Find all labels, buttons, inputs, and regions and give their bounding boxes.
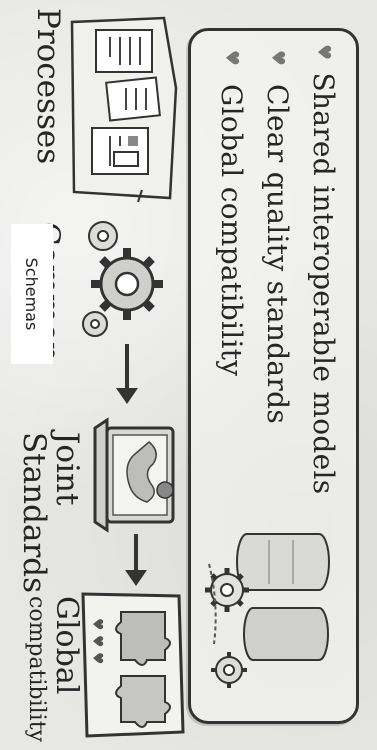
- benefit-item: ♥ Shared interoperable models: [301, 44, 347, 484]
- puzzle-board-icon: ♥ ♥ ♥: [79, 590, 187, 740]
- global-compatibility-label: Global compatibility: [24, 596, 83, 742]
- heart-bullet-icon: ♥: [222, 44, 243, 72]
- schemas-label: Schemas: [11, 224, 53, 364]
- right-arrow-icon: [121, 530, 151, 592]
- right-arrow-icon: [112, 340, 142, 410]
- heart-bullet-icon: ♥: [268, 44, 289, 72]
- benefit-item: ♥ Clear quality standards: [255, 44, 301, 484]
- benefit-text: Global compatibility: [216, 84, 249, 376]
- processes-label: Processes: [32, 8, 63, 164]
- global-label-line: Global: [50, 596, 83, 742]
- standards-label-line: Standards: [18, 432, 51, 593]
- database-icon: [244, 608, 328, 660]
- benefits-list: ♥ Shared interoperable models ♥ Clear qu…: [209, 44, 347, 484]
- schemas-label-box: Schemas: [11, 224, 53, 364]
- joint-label-line: Joint: [50, 432, 83, 593]
- laptop-map-icon: [84, 420, 179, 530]
- process-flow: ♥ ♥ ♥ Processes Common Schemas Joint Sta…: [0, 0, 187, 750]
- benefit-text: Shared interoperable models: [308, 72, 341, 494]
- svg-text:♥ ♥ ♥: ♥ ♥ ♥: [89, 618, 105, 665]
- documents-icon: [67, 10, 182, 210]
- gear-icon: [211, 652, 247, 688]
- database-gears-illustration: [194, 494, 359, 718]
- database-icon: [237, 534, 329, 590]
- compatibility-label-line: compatibility: [24, 596, 48, 742]
- joint-standards-label: Joint Standards: [18, 432, 83, 593]
- heart-bullet-icon: ♥: [314, 44, 335, 60]
- gears-icon: [65, 214, 175, 344]
- benefit-text: Clear quality standards: [262, 84, 295, 424]
- benefit-item: ♥ Global compatibility: [209, 44, 255, 484]
